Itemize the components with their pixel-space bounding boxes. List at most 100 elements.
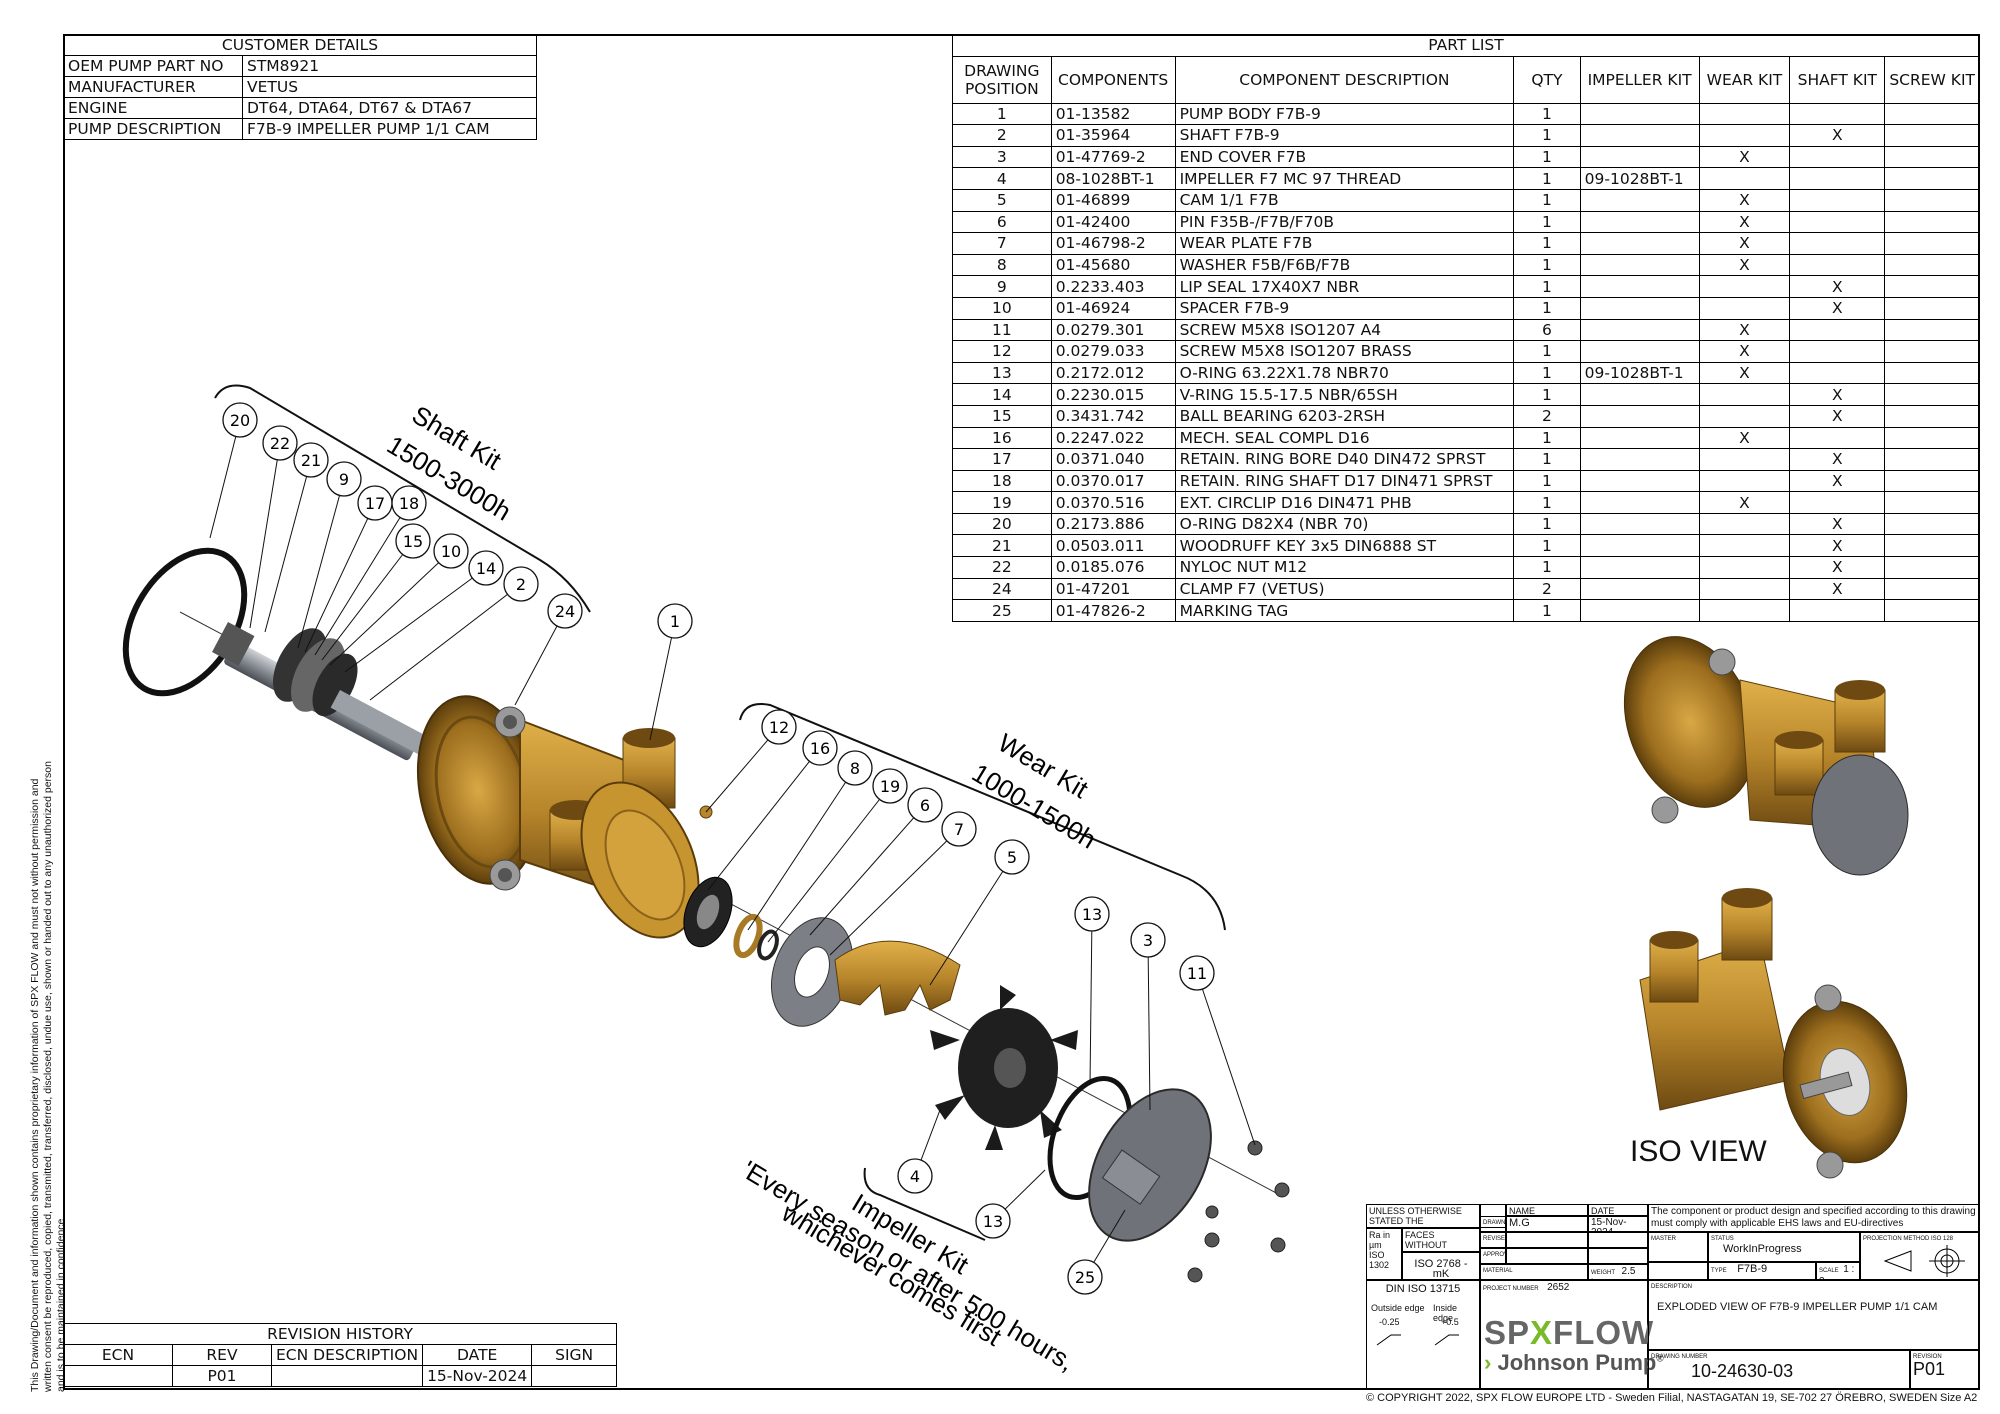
- table-cell: 15: [952, 404, 1052, 428]
- callout-circle: [468, 550, 504, 586]
- table-cell: X: [1698, 232, 1791, 255]
- table-cell: NYLOC NUT M12: [1174, 556, 1515, 579]
- spx-flow-logo: SPXFLOW: [1484, 1314, 1655, 1351]
- callout-circle: [657, 603, 693, 639]
- table-cell: X: [1789, 448, 1886, 471]
- table-cell: [1884, 167, 1980, 190]
- callout-circle: [872, 768, 908, 804]
- callout-number: 3: [1143, 931, 1153, 950]
- table-cell: [1579, 232, 1700, 255]
- table-cell: 1: [1513, 145, 1581, 169]
- leader-line: [767, 785, 891, 943]
- leader-line: [829, 828, 960, 956]
- callout-circle: [503, 566, 539, 602]
- table-cell: 01-47769-2: [1050, 145, 1176, 169]
- table-cell: 25: [952, 599, 1052, 622]
- callout-25: 25: [1067, 1209, 1126, 1295]
- leader-line: [329, 550, 452, 666]
- logo-panel: PROJECT NUMBER 2652: [1480, 1280, 1648, 1390]
- confidentiality-note: This Drawing/Document and information sh…: [29, 761, 67, 1392]
- callout-number: 6: [920, 796, 930, 815]
- callout-number: 14: [476, 559, 496, 578]
- table-cell: 0.0371.040: [1050, 448, 1176, 471]
- impeller-kit-bracket: [863, 1167, 986, 1241]
- callout-number: 13: [1082, 905, 1102, 924]
- col-header: SCREW KIT: [1884, 55, 1980, 104]
- col-header: WEAR KIT: [1698, 55, 1791, 104]
- wear-kit-bracket: [739, 703, 1226, 931]
- table-cell: WOODRUFF KEY 3x5 DIN6888 ST: [1174, 534, 1515, 558]
- tolerance-note: FACES WITHOUT TOLERANCES ACC. TO:: [1402, 1228, 1480, 1252]
- callout-number: 25: [1075, 1268, 1095, 1287]
- col-header: QTY: [1513, 55, 1581, 104]
- col-header: IMPELLER KIT: [1579, 55, 1700, 104]
- table-cell: 01-46798-2: [1050, 232, 1176, 255]
- table-cell: END COVER F7B: [1174, 145, 1515, 169]
- shaft-assembly: [212, 622, 438, 761]
- callout-circle: [761, 709, 797, 745]
- table-cell: 1: [1513, 124, 1581, 147]
- callout-circle: [1067, 1259, 1103, 1295]
- table-cell: SPACER F7B-9: [1174, 296, 1515, 320]
- callout-number: 4: [910, 1167, 920, 1186]
- table-cell: 0.2247.022: [1050, 426, 1176, 450]
- callout-circle: [1130, 922, 1166, 958]
- table-cell: O-RING D82X4 (NBR 70): [1174, 512, 1515, 536]
- callout-19: 19: [767, 768, 908, 943]
- callout-circle: [222, 402, 258, 438]
- callout-circle: [391, 485, 427, 521]
- callout-number: 8: [850, 759, 860, 778]
- callout-14: 14: [344, 550, 504, 673]
- project-number: 2652: [1547, 1282, 1570, 1293]
- table-cell: 01-35964: [1050, 124, 1176, 147]
- shaft-kit-bracket: [214, 384, 591, 613]
- table-cell: X: [1698, 145, 1791, 169]
- table-cell: 01-13582: [1050, 102, 1176, 126]
- table-cell: 08-1028BT-1: [1050, 167, 1176, 190]
- table-cell: MECH. SEAL COMPL D16: [1174, 426, 1515, 450]
- callout-number: 2: [516, 575, 526, 594]
- washer-8: [733, 913, 763, 959]
- table-cell: [1579, 599, 1700, 622]
- drawn-date: 15-Nov-2024: [1588, 1216, 1648, 1232]
- edge-symbols: [1376, 1334, 1459, 1346]
- table-cell: RETAIN. RING SHAFT D17 DIN471 SPRST: [1174, 469, 1515, 493]
- leader-line: [321, 540, 414, 661]
- iso-view-top: [1623, 636, 1909, 876]
- table-row: P01 15-Nov-2024: [63, 1365, 617, 1387]
- table-cell: [1789, 167, 1886, 190]
- table-cell: IMPELLER F7 MC 97 THREAD: [1174, 167, 1515, 190]
- callout-6: 6: [809, 787, 943, 936]
- table-cell: 0.0279.301: [1050, 318, 1176, 342]
- callout-10: 10: [329, 533, 469, 666]
- table-cell: [1884, 599, 1980, 622]
- type-value: F7B-9: [1737, 1263, 1768, 1275]
- table-cell: [1579, 124, 1700, 147]
- table-cell: [1789, 599, 1886, 622]
- part-list-title: PART LIST: [952, 34, 1980, 57]
- projection-method: PROJECTION METHOD ISO 128: [1860, 1232, 1980, 1280]
- table-cell: CLAMP F7 (VETUS): [1174, 577, 1515, 601]
- title-block: UNLESS OTHERWISE STATED THE FOLLOWING AP…: [1366, 1204, 1980, 1390]
- leader-line: [1089, 913, 1093, 1086]
- callout-circle: [837, 750, 873, 786]
- leader-line: [264, 459, 312, 633]
- table-cell: 0.0185.076: [1050, 556, 1176, 579]
- callout-circle: [1179, 955, 1215, 991]
- callout-11: 11: [1179, 955, 1256, 1146]
- screws-11: [1187, 1140, 1290, 1283]
- cam-5: [834, 940, 961, 1016]
- table-cell: [1884, 232, 1980, 255]
